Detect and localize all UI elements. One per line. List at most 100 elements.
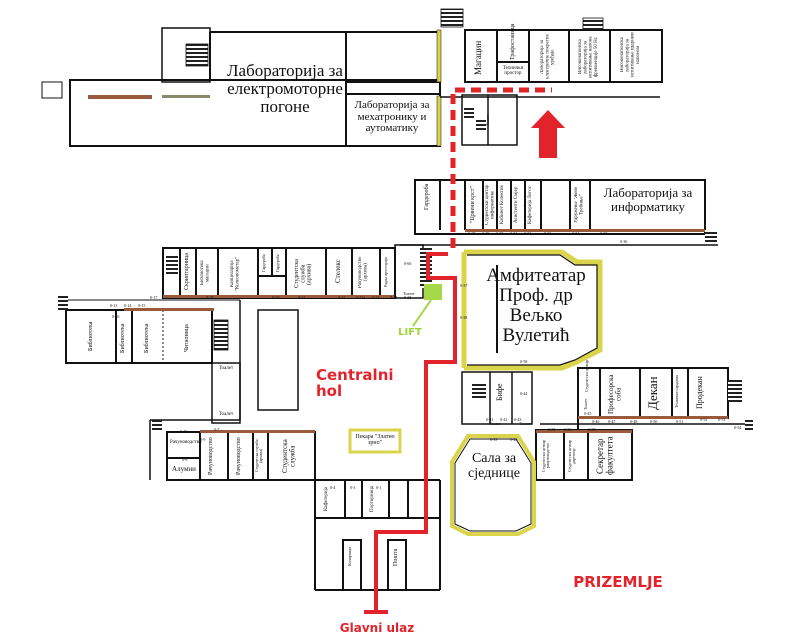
brick-wall-library: [124, 308, 214, 311]
stairs-library-b: [213, 319, 229, 351]
room-number-tag: 0-55: [548, 427, 556, 432]
room-number-tag: 0-52: [700, 417, 708, 422]
stairs-south-west: [152, 420, 162, 432]
room-number-tag: 0-28: [468, 231, 476, 236]
room-red-cross: "Црвени крст": [470, 186, 476, 224]
room-number-tag: 0-17: [150, 295, 158, 300]
route-solid: [374, 252, 457, 612]
room-number-tag: 0-45: [584, 411, 592, 416]
yellow-wall-nw-a: [436, 29, 442, 83]
room-number-tag: 0-31: [510, 231, 518, 236]
room-number-tag: 0-7: [214, 427, 220, 432]
room-number-tag: 0-22: [338, 295, 346, 300]
room-number-tag: 0-25: [404, 295, 412, 300]
main-entrance-label: Glavni ulaz: [339, 621, 415, 635]
room-number-tag: 0-41: [486, 417, 494, 422]
room-number-tag: 0-14: [124, 303, 132, 308]
room-copy: Копирница: [347, 547, 352, 567]
label-lab-mechatronics: Лабораторија за мехатронику и аутоматику: [354, 99, 430, 135]
room-number-tag: 0-24: [390, 295, 398, 300]
toilet-label-1: Тоалет: [218, 366, 234, 371]
room-assistants: Асистенти Смјер: [514, 186, 519, 224]
room-accounting-small: Рачуноводство: [170, 440, 202, 445]
lift-box: [424, 284, 442, 300]
room-number-tag: 0-38: [460, 315, 468, 320]
room-script-shop: Скриптарница: [184, 253, 190, 291]
stairs-ne: [582, 17, 604, 31]
route-dashed: [450, 87, 552, 248]
room-number-tag: 0-33: [544, 231, 552, 236]
stairs-buffet: [472, 382, 486, 400]
room-number-tag: 0-30: [496, 231, 504, 236]
stairs-east-b: [745, 418, 753, 432]
amphitheatre-inner: [467, 254, 598, 366]
room-number-tag: 0-53: [718, 417, 726, 422]
room-cloakroom-b: Гардероба: [275, 254, 280, 272]
buffet-block: [461, 371, 533, 425]
room-porter: Портирница: [370, 485, 375, 513]
room-number-tag: 0-34: [572, 231, 580, 236]
brick-wall-nw: [88, 95, 152, 99]
room-buffet: Бифе: [495, 383, 504, 401]
central-hall-label: Centralni hol: [316, 366, 394, 400]
room-women-association: Удружење "Жене Требиње": [574, 186, 585, 224]
stairs-service-b: [476, 118, 486, 130]
room-number-tag: 0-8: [182, 457, 188, 462]
stairs-service-a: [464, 106, 474, 118]
room-transformer: Трафостаница: [510, 23, 516, 60]
room-number-tag: 0-21: [298, 295, 306, 300]
stairs-west-row: [166, 256, 178, 274]
stairs-nw: [185, 43, 209, 67]
room-number-tag: 0-43: [514, 417, 522, 422]
service-block: [461, 94, 518, 146]
room-number-tag: 0-20: [272, 295, 280, 300]
wing-north-east: [440, 29, 663, 98]
room-number-tag: 0-37: [460, 283, 468, 288]
room-technical-associate: Технички сарадник: [674, 374, 679, 408]
room-hv-lab-50hz: Високонапонска лабораторија за испитивањ…: [578, 36, 599, 78]
room-number-tag: 0-46: [592, 419, 600, 424]
room-accounting-b: Рачуноводство: [236, 437, 242, 475]
room-number-tag: 0-42: [500, 417, 508, 422]
room-library-b: Библиотека: [120, 323, 126, 353]
room-number-tag: 0-4: [330, 485, 336, 490]
brick-wall-east: [578, 416, 728, 419]
room-warehouse: Магацин: [473, 40, 483, 76]
room-stelex: Стелекс: [334, 259, 342, 283]
label-amphitheatre: Амфитеатар Проф. др Вељко Вулетић: [486, 265, 586, 346]
room-cafe-logos: Кафетерија Логос: [528, 186, 533, 224]
label-meeting-hall: Сала за сједнице: [468, 451, 520, 481]
room-office-kolizio: Канцеларија "Колизиометар": [230, 256, 241, 292]
toilet-label-6: Тоалет: [485, 114, 490, 126]
room-number-tag: 0-13: [110, 303, 118, 308]
room-professors: Професорска соба: [607, 374, 623, 414]
stairs-top-center: [440, 8, 464, 28]
room-post: Пошта: [393, 548, 399, 566]
room-student-service: Студентска служба: [281, 439, 297, 473]
amphitheatre-walls: [461, 249, 603, 371]
stairs-informatics-east: [705, 230, 717, 244]
room-workroom: Радна просторија: [383, 257, 388, 287]
room-cloakroom-a: Гардероба: [261, 254, 266, 272]
room-library-a: Библиотека: [88, 321, 94, 351]
brick-wall-informatics: [465, 229, 705, 232]
room-number-tag: 0-18: [206, 295, 214, 300]
brick-wall-east-b: [536, 430, 632, 433]
room-accounting-a: Рачуноводство: [208, 437, 214, 475]
label-lab-motors: Лабораторија за електромоторне погоне: [227, 61, 343, 116]
room-number-tag: 0-16: [112, 314, 120, 319]
room-number-tag: 0-22a: [356, 295, 366, 300]
room-hv-lab-impulse: Високонапонска лабораторија за испитивањ…: [620, 32, 641, 78]
room-number-tag: 0-47: [608, 419, 616, 424]
room-number-tag: 0-35: [600, 231, 608, 236]
room-student-center-accounting: Студентски центар рачуноводство: [541, 439, 551, 473]
room-technical-space: Технички простор: [502, 66, 524, 77]
room-cafeteria: Кафетерија: [324, 486, 329, 512]
room-number-tag: 0-1: [376, 485, 382, 490]
toilet-label-2: Тоалет: [218, 412, 234, 417]
kiosk-label: Пекара "Златно зрно": [355, 434, 395, 447]
room-accounting-archive: Рачуноводство (архива): [358, 256, 369, 288]
brick-wall-south-west: [200, 430, 315, 433]
room-number-tag: 0-56: [564, 427, 572, 432]
room-number-tag: 0-32: [524, 231, 532, 236]
